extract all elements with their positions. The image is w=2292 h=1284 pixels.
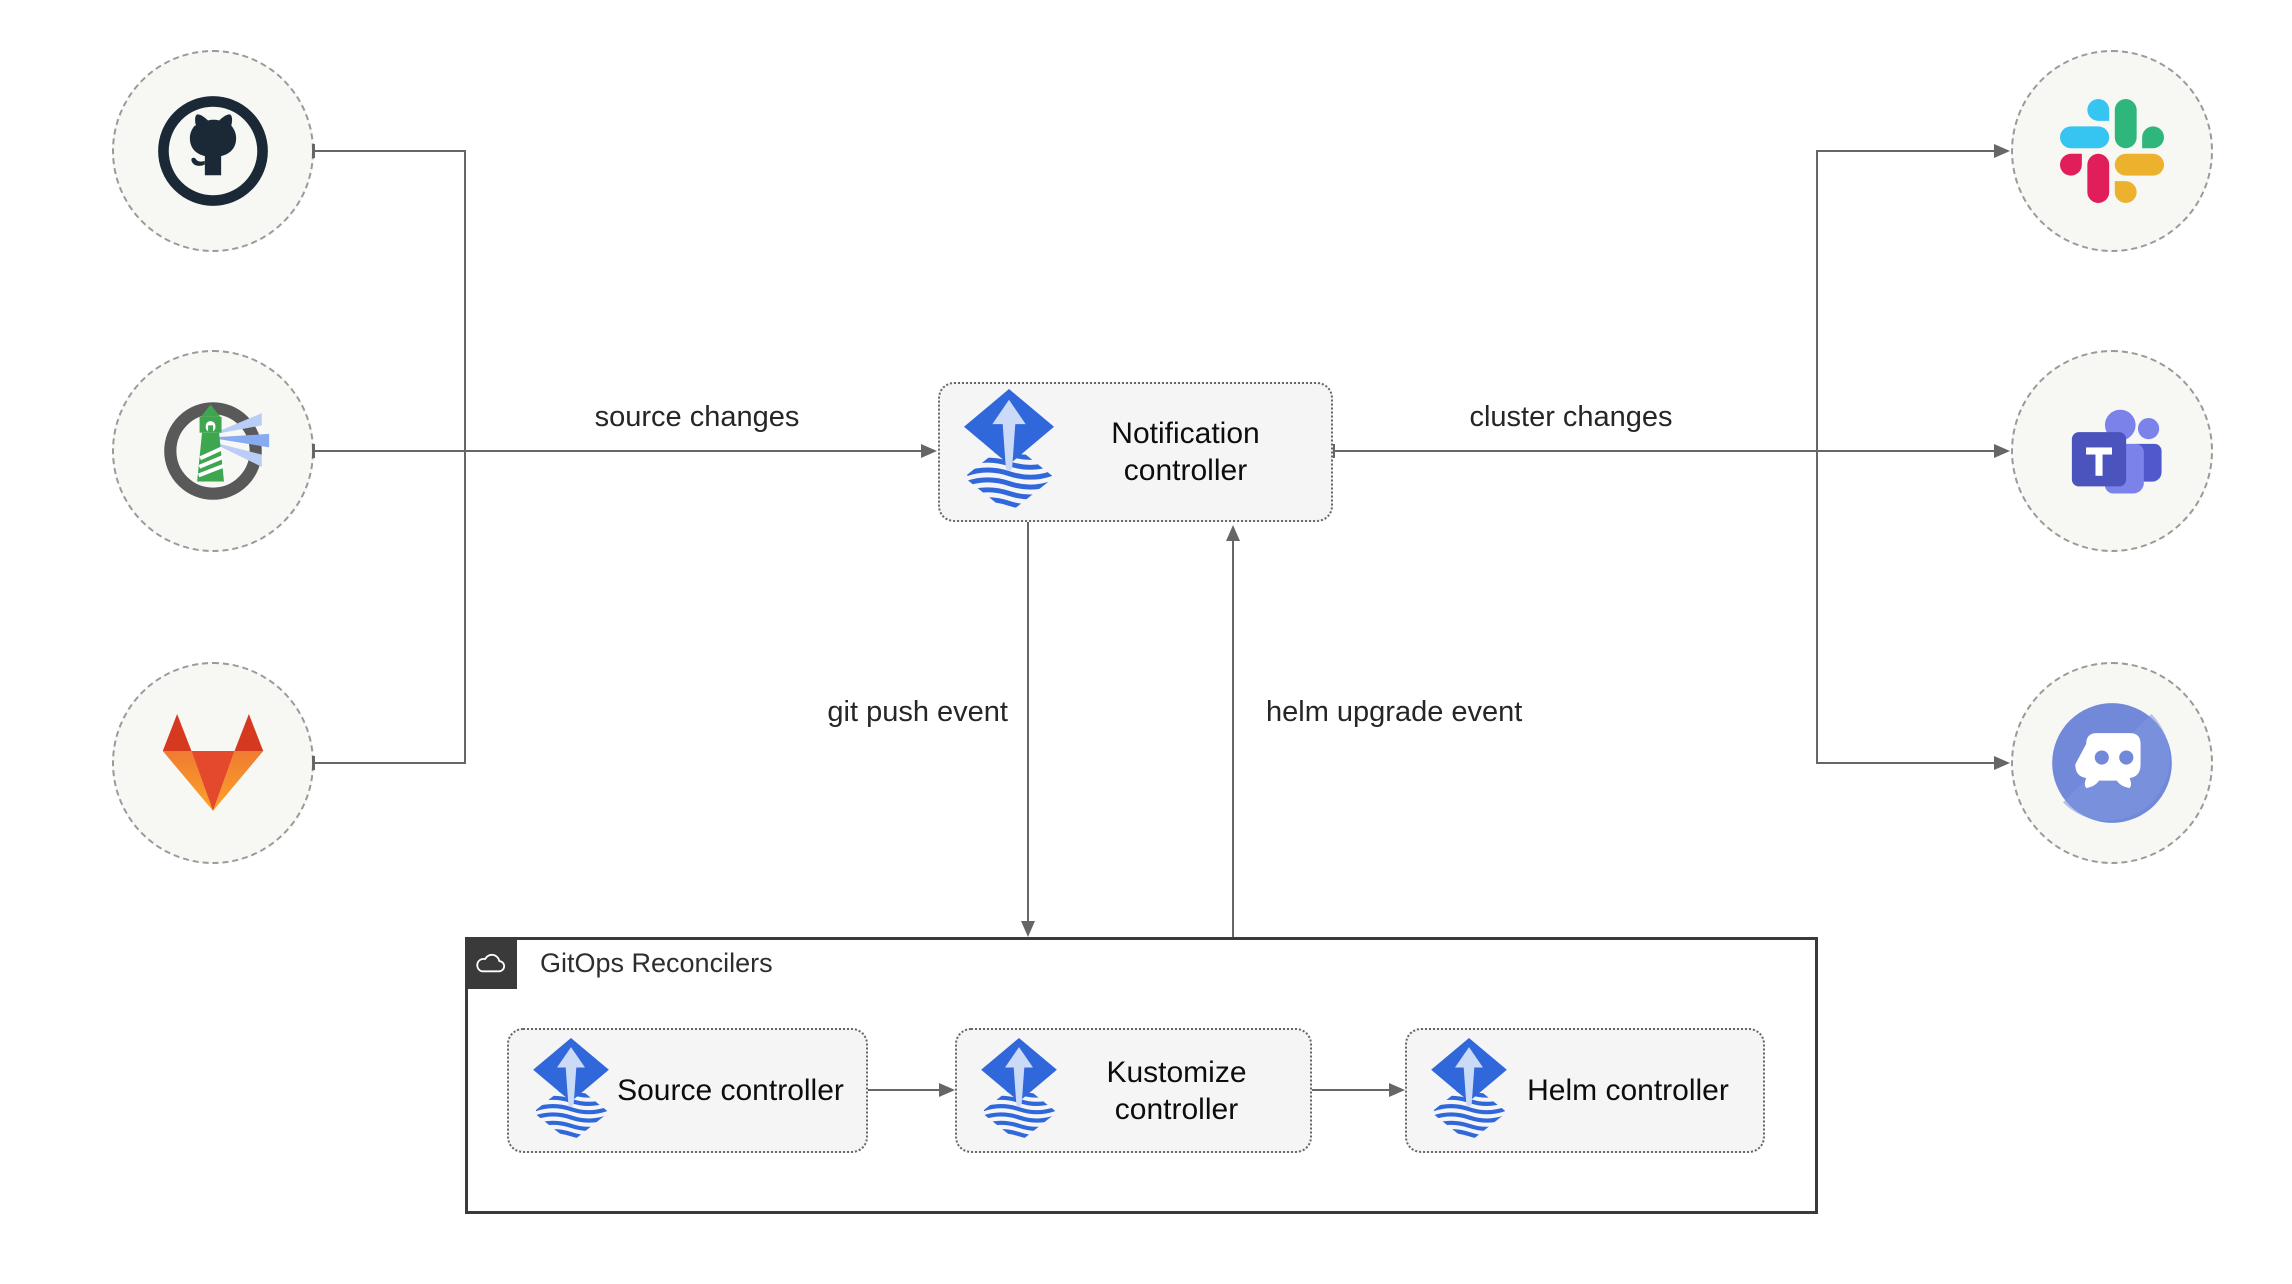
flux-icon <box>964 389 1054 510</box>
edge-label-source-changes: source changes <box>594 401 800 433</box>
node-helm-controller: Helm controller <box>1405 1028 1765 1153</box>
edge-kustomize-to-helm <box>1312 1089 1391 1091</box>
harbor-icon <box>164 402 270 500</box>
flux-icon <box>981 1037 1057 1139</box>
node-harbor <box>112 350 314 552</box>
arrowhead-discord <box>1994 756 2010 770</box>
node-kustomize-controller: Kustomize controller <box>955 1028 1312 1153</box>
edge-label-git-push-event: git push event <box>827 696 1008 728</box>
edge-left-bus <box>464 150 466 764</box>
edge-gitlab-to-bus <box>314 762 465 764</box>
arrowhead-source-to-kustomize <box>939 1083 955 1097</box>
node-notification-controller: Notification controller <box>938 382 1333 522</box>
edge-bus-to-slack <box>1817 150 1994 152</box>
edge-label-cluster-changes: cluster changes <box>1469 401 1673 433</box>
edge-endpoint-tick <box>312 756 315 770</box>
arrowhead-slack <box>1994 144 2010 158</box>
node-ms-teams <box>2011 350 2213 552</box>
helm-controller-label: Helm controller <box>1527 1074 1729 1107</box>
arrowhead-helm-upgrade <box>1226 525 1240 541</box>
arrowhead-kustomize-to-helm <box>1389 1083 1405 1097</box>
edge-cluster-changes-line <box>1334 450 1994 452</box>
flux-icon <box>1431 1037 1507 1139</box>
node-gitlab <box>112 662 314 864</box>
node-discord <box>2011 662 2213 864</box>
kustomize-controller-label: Kustomize controller <box>1106 1055 1247 1126</box>
edge-helm-upgrade-line <box>1232 541 1234 937</box>
gitlab-icon <box>162 713 264 811</box>
edge-endpoint-tick <box>312 444 315 458</box>
node-slack <box>2011 50 2213 252</box>
node-github <box>112 50 314 252</box>
arrowhead-cluster-changes-teams <box>1994 444 2010 458</box>
edge-right-bus <box>1816 150 1818 764</box>
edge-endpoint-tick <box>1332 444 1335 458</box>
flux-icon <box>533 1037 609 1139</box>
edge-git-push-line <box>1027 522 1029 922</box>
edge-endpoint-tick <box>312 144 315 158</box>
edge-github-to-bus <box>314 150 465 152</box>
notification-controller-label: Notification controller <box>1111 417 1260 487</box>
edge-source-to-kustomize <box>868 1089 941 1091</box>
edge-label-helm-upgrade-event: helm upgrade event <box>1266 696 1523 728</box>
gitops-reconcilers-title: GitOps Reconcilers <box>540 948 773 978</box>
github-icon <box>158 96 268 206</box>
arrowhead-git-push <box>1021 921 1035 937</box>
slack-icon <box>2060 99 2164 203</box>
edge-source-changes-line <box>314 450 921 452</box>
source-controller-label: Source controller <box>617 1074 844 1107</box>
cloud-icon <box>476 953 506 972</box>
node-source-controller: Source controller <box>507 1028 868 1153</box>
discord-icon <box>2052 703 2172 823</box>
ms-teams-icon <box>2071 409 2162 494</box>
arrowhead-source-changes <box>921 444 937 458</box>
gitops-reconcilers-badge <box>465 937 517 989</box>
edge-bus-to-discord <box>1817 762 1994 764</box>
